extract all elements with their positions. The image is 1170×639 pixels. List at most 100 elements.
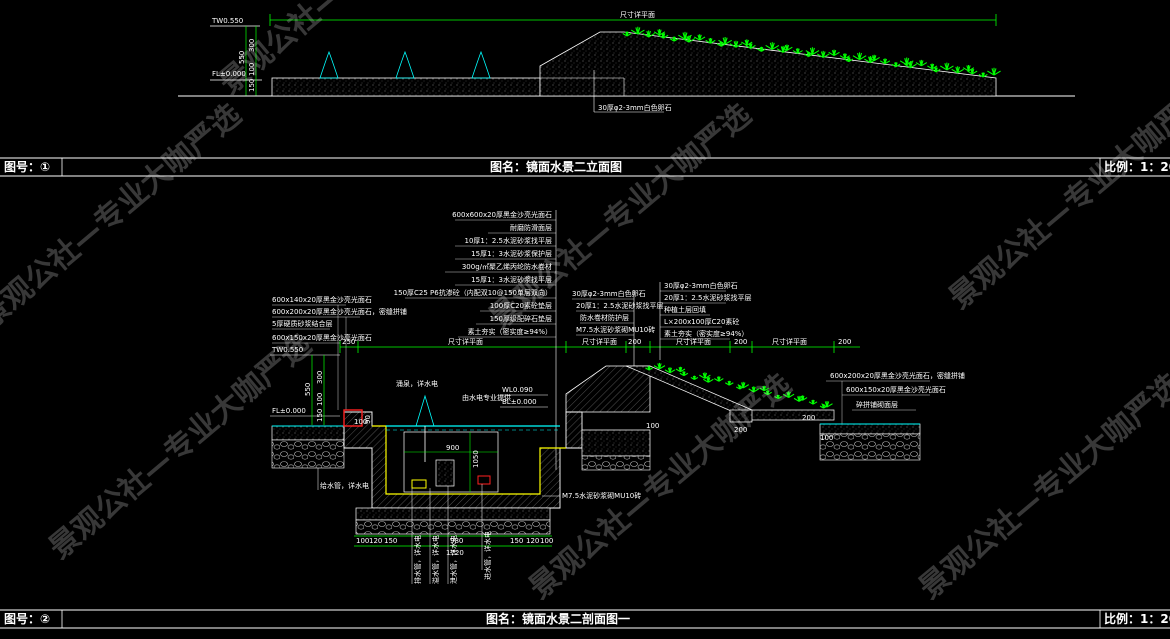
elev-dim-550: 550 bbox=[238, 51, 246, 64]
watermark-6: 景观公社—专业大咖严选 bbox=[943, 77, 1170, 316]
plant-tuft bbox=[828, 49, 840, 57]
water-level: WL0.090 bbox=[502, 386, 533, 394]
plant-tuft bbox=[967, 68, 978, 75]
plant-tuft bbox=[879, 58, 891, 65]
layer-m-3: M7.5水泥砂浆砌MU10砖 bbox=[576, 325, 655, 334]
plant-tuft bbox=[808, 399, 818, 405]
watermark-7: 景观公社—专业大咖严选 bbox=[913, 367, 1170, 606]
sec-dim-in-3: 100 bbox=[646, 422, 659, 430]
elev-dim-300: 300 bbox=[248, 39, 256, 52]
bar2-scale: 比例：1：20 bbox=[1104, 611, 1170, 626]
layer-r-4: 素土夯实（密实度≥94%） bbox=[664, 329, 748, 338]
plant-tuft bbox=[951, 66, 964, 74]
plant-tuft bbox=[705, 37, 716, 44]
layer-r-3: L×200x100厚C20素砼 bbox=[664, 317, 739, 326]
plant-tuft bbox=[781, 44, 793, 51]
layer-l-2: 5厚硬质砂浆结合层 bbox=[272, 319, 332, 328]
sec-dim-b-3: 980 bbox=[450, 537, 463, 545]
plant-tuft bbox=[678, 31, 692, 40]
elev-fountain-2 bbox=[395, 50, 415, 79]
elev-gravel-note: 30厚φ2-3mm白色卵石 bbox=[598, 103, 672, 112]
sec-dim-in-0: 900 bbox=[446, 444, 459, 452]
sec-dim-top-7: 200 bbox=[838, 338, 851, 346]
watermark-2: 景观公社—专业大咖严选 bbox=[0, 97, 248, 336]
plant-tuft bbox=[664, 367, 676, 374]
plant-tuft bbox=[891, 62, 901, 68]
sec-level-floor: FL±0.000 bbox=[272, 407, 306, 415]
plant-tuft bbox=[748, 386, 759, 393]
layer-fr-2: 碎拼铺砌面层 bbox=[856, 400, 898, 409]
sec-dim-in-2: 90 bbox=[364, 415, 372, 424]
plant-tuft bbox=[679, 371, 689, 377]
plant-tuft bbox=[852, 52, 867, 61]
plant-tuft bbox=[844, 56, 854, 63]
plant-tuft bbox=[756, 46, 766, 52]
pump-label: 由水电专业提供 bbox=[462, 393, 511, 402]
sec-dim-b-6: 100 bbox=[540, 537, 553, 545]
layer-fr-0: 600x200x20厚黑金沙亮光面石，密缝拼铺 bbox=[830, 371, 965, 380]
layer-r-2: 种植土层回填 bbox=[664, 305, 706, 314]
sec-dim-v-1: 300 bbox=[316, 371, 324, 384]
layer-c-1: 耐磨防滑面层 bbox=[510, 223, 552, 232]
layers-right: 30厚φ2-3mm白色卵石 20厚1：2.5水泥砂浆找平层 种植土层回填 L×2… bbox=[660, 281, 752, 340]
pipe-label: M7.5水泥砂浆砌MU10砖 bbox=[562, 491, 641, 500]
plant-tuft bbox=[868, 54, 880, 62]
plant-tuft bbox=[669, 36, 679, 42]
legend-2: 溢水管，详水电 bbox=[431, 535, 440, 584]
plant-tuft bbox=[716, 41, 726, 47]
sec-dim-b-4: 150 bbox=[510, 537, 523, 545]
watermark-5: 景观公社—专业大咖严选 bbox=[523, 367, 798, 606]
plant-tuft bbox=[962, 64, 975, 72]
layers-mid: 30厚φ2-3mm白色卵石 20厚1：2.5水泥砂浆找平层 防水卷材防护层 M7… bbox=[572, 289, 664, 336]
plant-tuft bbox=[763, 390, 772, 396]
bar1-number: 图号：① bbox=[4, 159, 50, 174]
sec-dim-top-4: 尺寸详平面 bbox=[676, 337, 711, 346]
layer-c-3: 15厚1：3水泥砂浆保护层 bbox=[471, 249, 552, 258]
plant-tuft bbox=[774, 394, 782, 400]
elev-dim-100: 100 bbox=[248, 63, 256, 76]
plant-tuft bbox=[725, 380, 734, 386]
plant-tuft bbox=[821, 400, 833, 408]
plant-tuft bbox=[939, 62, 954, 71]
legend-4: 进水管，详水电 bbox=[483, 531, 492, 580]
layer-c-5: 15厚1：3水泥砂浆找平层 bbox=[471, 275, 552, 284]
bar2-title: 图名：镜面水景二剖面图一 bbox=[486, 611, 630, 626]
plant-tuft bbox=[699, 372, 711, 379]
sec-dim-in-4: 100 bbox=[820, 434, 833, 442]
layer-m-0: 30厚φ2-3mm白色卵石 bbox=[572, 289, 646, 298]
plant-tuft bbox=[927, 63, 938, 70]
plant-tuft bbox=[776, 45, 790, 53]
plant-tuft bbox=[792, 48, 803, 54]
plant-tuft bbox=[690, 375, 699, 380]
elev-level-top: TW0.550 bbox=[211, 17, 243, 25]
layer-c-2: 10厚1：2.5水泥砂浆找平层 bbox=[465, 236, 553, 245]
plant-tuft bbox=[718, 37, 733, 45]
elev-span-dim: 尺寸详平面 bbox=[620, 10, 655, 19]
plant-tuft bbox=[915, 59, 928, 67]
plant-tuft bbox=[645, 366, 653, 371]
plant-tuft bbox=[693, 34, 706, 41]
layer-c-0: 600x600x20厚黑金沙亮光面石 bbox=[452, 210, 552, 219]
plant-tuft bbox=[805, 47, 820, 55]
plant-tuft bbox=[819, 404, 828, 409]
layer-fr-1: 600x150x20厚黑金沙亮光面石 bbox=[846, 385, 946, 394]
bottom-level: BL±0.000 bbox=[502, 398, 537, 406]
plant-tuft bbox=[682, 35, 696, 43]
layer-l-0: 600x140x20厚黑金沙亮光面石 bbox=[272, 295, 372, 304]
layer-r-1: 20厚1：2.5水泥砂浆找平层 bbox=[664, 293, 752, 302]
layer-r-0: 30厚φ2-3mm白色卵石 bbox=[664, 281, 738, 290]
plant-tuft bbox=[904, 61, 917, 69]
sec-level-top: TW0.550 bbox=[271, 346, 303, 354]
plant-tuft bbox=[630, 26, 645, 35]
plant-tuft bbox=[797, 395, 808, 401]
sec-dim-in-1: 1050 bbox=[472, 450, 480, 468]
sec-dim-top-2: 尺寸详平面 bbox=[582, 337, 617, 346]
legend-0: 给水管，详水电 bbox=[320, 481, 369, 490]
elev-fountain-3 bbox=[471, 50, 491, 79]
plant-tuft bbox=[782, 391, 795, 398]
title-bar-1: 图号：① 图名：镜面水景二立面图 比例：1：20 bbox=[0, 157, 1170, 177]
plant-tuft bbox=[745, 43, 756, 49]
layer-l-1: 600x200x20厚黑金沙亮光面石，密缝拼铺 bbox=[272, 307, 407, 316]
plant-tuft bbox=[987, 67, 1001, 76]
plant-tuft bbox=[653, 362, 666, 370]
